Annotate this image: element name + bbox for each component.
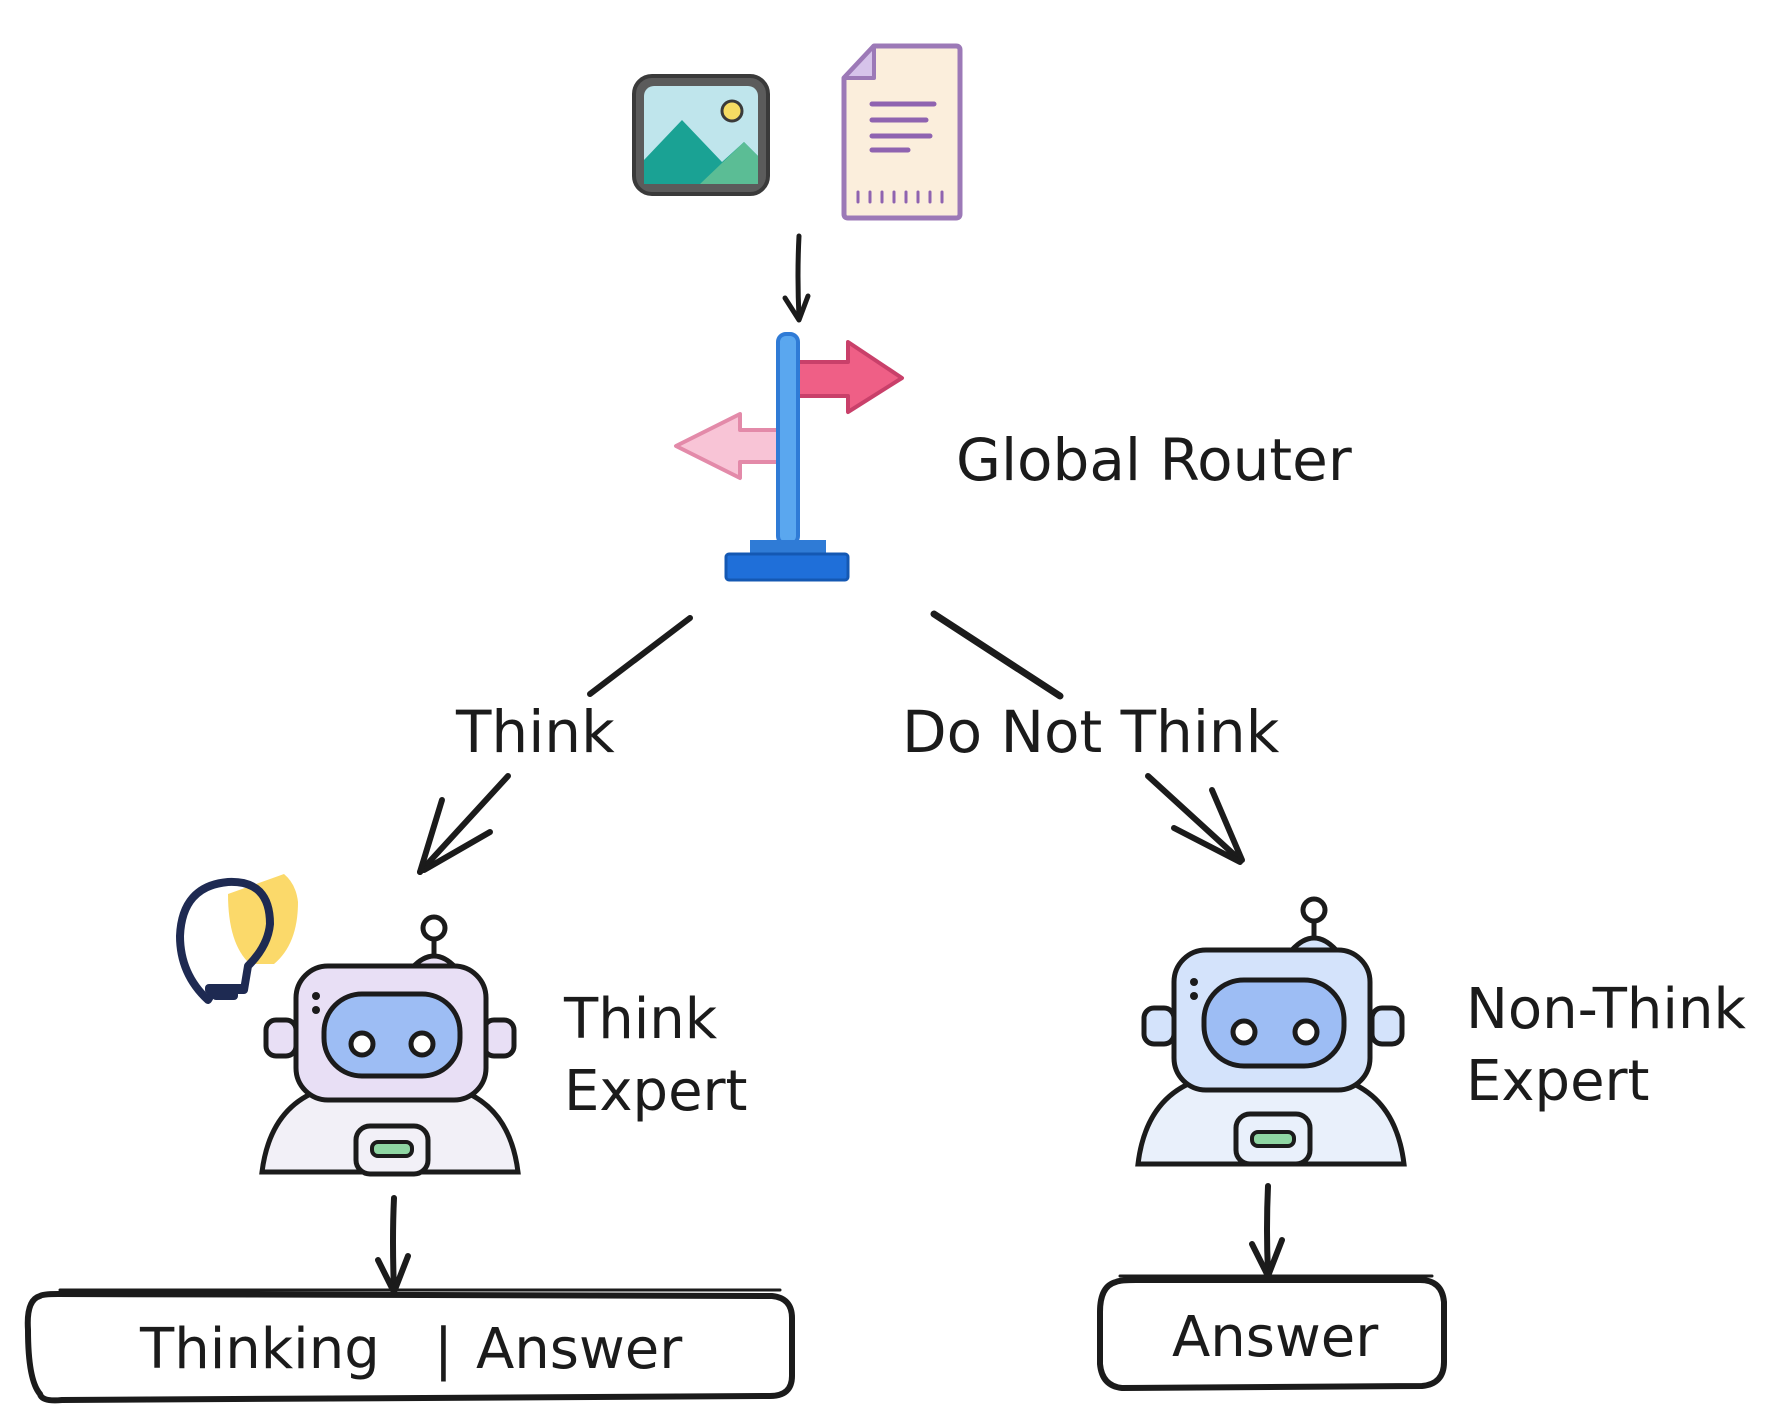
think-output-separator: | [434,1317,453,1382]
arrow-think-branch [417,615,693,875]
arrow-input-to-router [782,233,811,323]
image-icon [632,74,770,196]
document-icon [841,43,963,221]
arrow-no-think-branch [930,610,1245,865]
non-think-expert-robot-icon [1135,896,1407,1167]
arrow-non-think-expert-to-output [1249,1183,1285,1279]
non-think-output-box: Answer [1097,1274,1447,1391]
think-branch-label: Think [455,698,615,766]
router-label: Global Router [956,426,1352,494]
think-output-box: Thinking | Answer [24,1288,795,1404]
non-think-expert-label-line2: Expert [1466,1049,1650,1114]
signpost-icon [674,332,904,582]
non-think-expert-label-line1: Non-Think [1466,977,1746,1042]
lightbulb-icon [176,874,298,1004]
think-output-part2: Answer [476,1317,683,1382]
arrow-think-expert-to-output [375,1195,411,1295]
think-expert-label-line1: Think [563,987,718,1052]
think-expert-robot-icon [259,914,521,1177]
think-output-part1: Thinking [139,1317,380,1382]
think-expert-label-line2: Expert [564,1059,748,1124]
non-think-output-label: Answer [1172,1305,1379,1370]
no-think-branch-label: Do Not Think [902,698,1280,766]
